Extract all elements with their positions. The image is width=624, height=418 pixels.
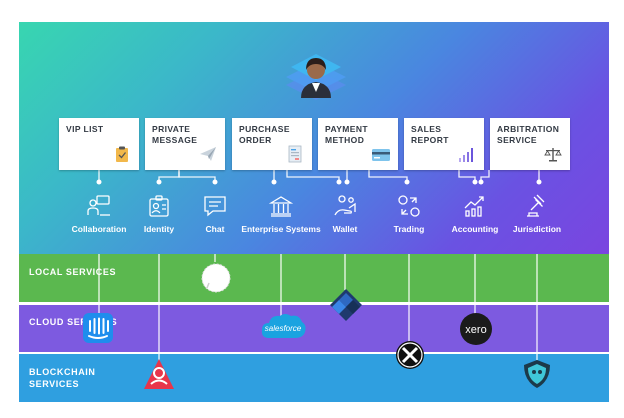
service-enterprise-systems: Enterprise Systems bbox=[241, 194, 321, 234]
service-label: Trading bbox=[393, 224, 425, 234]
growth-chart-icon bbox=[464, 196, 484, 217]
service-label: Collaboration bbox=[71, 224, 127, 234]
card-private-message: PRIVATE MESSAGE bbox=[145, 118, 225, 170]
identity-badge-icon bbox=[149, 195, 169, 217]
shield-chain-logo-icon bbox=[524, 360, 550, 388]
building-icon bbox=[269, 196, 293, 217]
cloud-services-label: CLOUD SERVICES bbox=[29, 317, 118, 327]
scales-icon bbox=[544, 148, 562, 162]
blockchain-services-label: BLOCKCHAIN SERVICES bbox=[29, 367, 96, 389]
bar-chart-icon bbox=[459, 148, 473, 162]
chat-bubble-icon bbox=[204, 196, 226, 217]
service-label: Chat bbox=[205, 224, 225, 234]
identity-chain-logo-icon bbox=[144, 359, 174, 389]
card-title: PRIVATE MESSAGE bbox=[152, 124, 198, 145]
service-label: Wallet bbox=[332, 224, 358, 234]
service-accounting: Accounting bbox=[435, 194, 515, 234]
card-title: SALES REPORT bbox=[411, 124, 449, 145]
card-arbitration-service: ARBITRATION SERVICE bbox=[490, 118, 570, 170]
exchange-icon bbox=[398, 195, 420, 217]
service-trading: Trading bbox=[369, 194, 449, 234]
credit-card-icon bbox=[372, 149, 390, 161]
wallet-diamond-logo-icon bbox=[330, 289, 362, 321]
card-purchase-order: PURCHASE ORDER bbox=[232, 118, 312, 170]
clipboard-check-icon bbox=[116, 146, 128, 162]
signal-chat-logo-icon bbox=[201, 263, 231, 293]
user-avatar-icon bbox=[286, 54, 346, 100]
service-wallet: Wallet bbox=[305, 194, 385, 234]
cloud-services-band: CLOUD SERVICES bbox=[19, 305, 609, 352]
card-vip-list: VIP LIST bbox=[59, 118, 139, 170]
salesforce-wordmark: salesforce bbox=[265, 324, 302, 333]
service-label: Enterprise Systems bbox=[241, 224, 321, 234]
card-title: ARBITRATION SERVICE bbox=[497, 124, 560, 145]
card-title: VIP LIST bbox=[66, 124, 104, 134]
collaboration-icon bbox=[87, 195, 110, 216]
card-title: PAYMENT METHOD bbox=[325, 124, 368, 145]
service-label: Accounting bbox=[451, 224, 499, 234]
local-services-band: LOCAL SERVICES bbox=[19, 254, 609, 302]
service-label: Jurisdiction bbox=[512, 224, 562, 234]
card-title: PURCHASE ORDER bbox=[239, 124, 290, 145]
document-icon bbox=[288, 145, 302, 163]
salesforce-logo-icon: salesforce bbox=[261, 314, 306, 338]
zerox-logo-icon bbox=[396, 341, 424, 369]
xero-logo-icon: xero bbox=[460, 313, 492, 345]
card-sales-report: SALES REPORT bbox=[404, 118, 484, 170]
architecture-diagram: LOCAL SERVICES CLOUD SERVICES BLOCKCHAIN… bbox=[19, 22, 609, 402]
service-jurisdiction: Jurisdiction bbox=[497, 194, 577, 234]
gavel-icon bbox=[527, 194, 545, 217]
card-payment-method: PAYMENT METHOD bbox=[318, 118, 398, 170]
local-services-label: LOCAL SERVICES bbox=[29, 267, 117, 277]
wallet-icon bbox=[334, 195, 356, 216]
xero-wordmark: xero bbox=[465, 324, 486, 336]
intercom-logo-icon bbox=[83, 313, 113, 343]
service-chat: Chat bbox=[175, 194, 255, 234]
paper-plane-icon bbox=[200, 147, 216, 161]
blockchain-services-band: BLOCKCHAIN SERVICES bbox=[19, 354, 609, 402]
service-identity: Identity bbox=[119, 194, 199, 234]
service-label: Identity bbox=[143, 224, 175, 234]
service-collaboration: Collaboration bbox=[59, 194, 139, 234]
